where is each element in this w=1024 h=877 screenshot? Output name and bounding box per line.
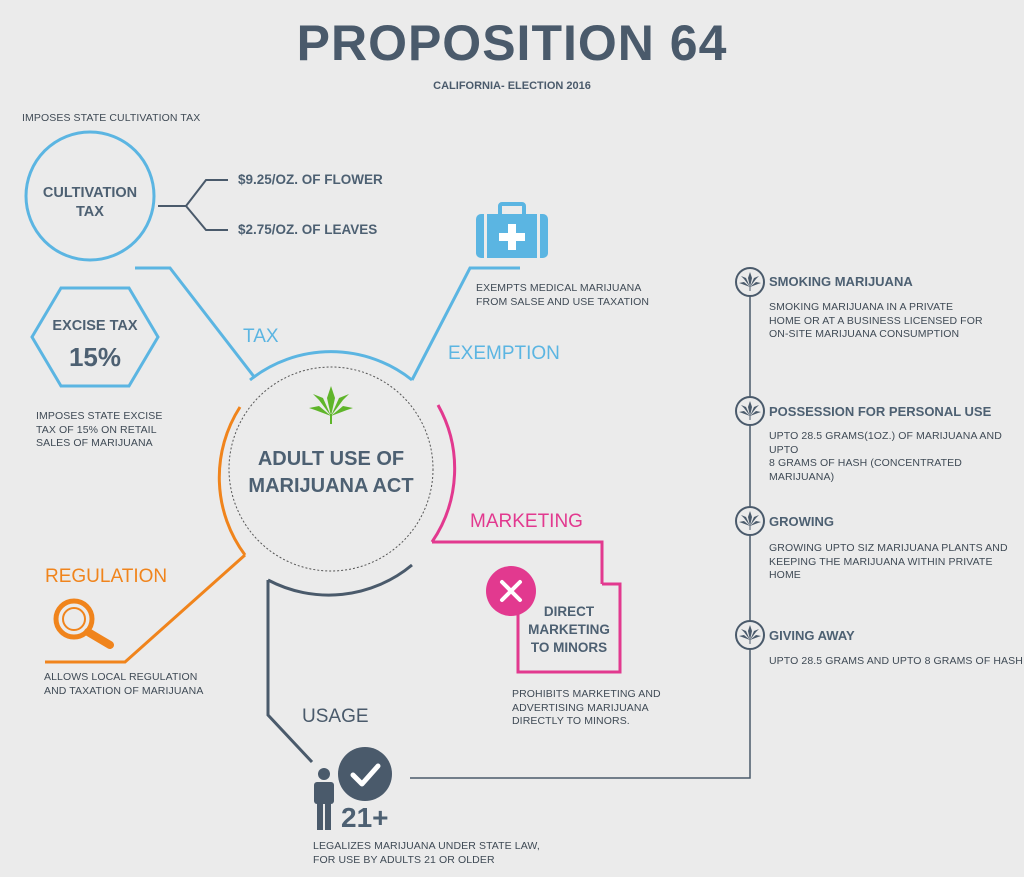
page-subtitle: CALIFORNIA- ELECTION 2016: [433, 80, 591, 92]
timeline-leaf-icon: [739, 271, 761, 298]
leaves-price: $2.75/OZ. OF LEAVES: [238, 222, 378, 237]
cultivation-note: IMPOSES STATE CULTIVATION TAX: [22, 112, 201, 124]
timeline-title: GIVING AWAY: [769, 628, 855, 643]
timeline-line: [410, 296, 751, 779]
timeline-desc: SMOKING MARIJUANA IN A PRIVATE HOME OR A…: [769, 301, 983, 340]
regulation-note: ALLOWS LOCAL REGULATION AND TAXATION OF …: [44, 671, 204, 697]
age-label: 21+: [341, 802, 389, 833]
cultivation-label: CULTIVATION TAX: [42, 185, 138, 220]
excise-value: 15%: [68, 342, 122, 372]
marketing-note: PROHIBITS MARKETING AND ADVERTISING MARI…: [512, 688, 661, 727]
timeline-title: GROWING: [769, 514, 834, 529]
tax-arc: [249, 350, 413, 382]
cultivation-circle: [24, 130, 156, 262]
usage-note: LEGALIZES MARIJUANA UNDER STATE LAW, FOR…: [313, 840, 540, 866]
usage-label: USAGE: [302, 706, 369, 727]
tax-connector: [135, 266, 257, 379]
marketing-box: [516, 582, 622, 674]
marketing-connector: [432, 540, 604, 584]
flower-price: $9.25/OZ. OF FLOWER: [238, 172, 383, 187]
usage-arc: [267, 563, 413, 597]
timeline-desc: GROWING UPTO SIZ MARIJUANA PLANTS AND KE…: [769, 542, 1008, 581]
excise-note: IMPOSES STATE EXCISE TAX OF 15% ON RETAI…: [36, 410, 163, 449]
excise-hexagon: [30, 286, 160, 388]
exemption-note: EXEMPTS MEDICAL MARIJUANA FROM SALSE AND…: [476, 282, 650, 308]
regulation-label: REGULATION: [45, 566, 168, 587]
cannabis-leaf-icon: [309, 386, 353, 431]
timeline-leaf-icon: [739, 400, 761, 427]
timeline-title: SMOKING MARIJUANA: [769, 274, 913, 289]
regulation-arc: [217, 406, 247, 556]
person-icon: [312, 768, 336, 835]
timeline-title: POSSESSION FOR PERSONAL USE: [769, 404, 992, 419]
page-title: PROPOSITION 64: [296, 15, 728, 71]
regulation-connector: [45, 553, 246, 664]
x-circle-icon: [486, 566, 536, 621]
timeline-leaf-icon: [739, 510, 761, 537]
marketing-arc: [430, 404, 457, 543]
center-title: ADULT USE OF MARIJUANA ACT: [248, 448, 414, 497]
timeline-desc: UPTO 28.5 GRAMS AND UPTO 8 GRAMS OF HASH: [769, 655, 1023, 667]
usage-connector: [266, 580, 314, 764]
check-circle-icon: [337, 746, 393, 807]
center-dotted-circle: [228, 366, 434, 572]
magnifier-icon: [52, 597, 118, 658]
tax-label: TAX: [243, 326, 279, 347]
exemption-connector: [410, 266, 520, 381]
medical-kit-icon: [474, 202, 550, 265]
marketing-label: MARKETING: [470, 511, 583, 532]
timeline-desc: UPTO 28.5 GRAMS(1OZ.) OF MARIJUANA AND U…: [769, 430, 1002, 483]
marketing-box-text: DIRECT MARKETING TO MINORS: [528, 604, 610, 655]
timeline-leaf-icon: [739, 624, 761, 651]
price-bracket: [158, 179, 228, 231]
exemption-label: EXEMPTION: [448, 343, 560, 364]
excise-label: EXCISE TAX: [52, 318, 138, 334]
